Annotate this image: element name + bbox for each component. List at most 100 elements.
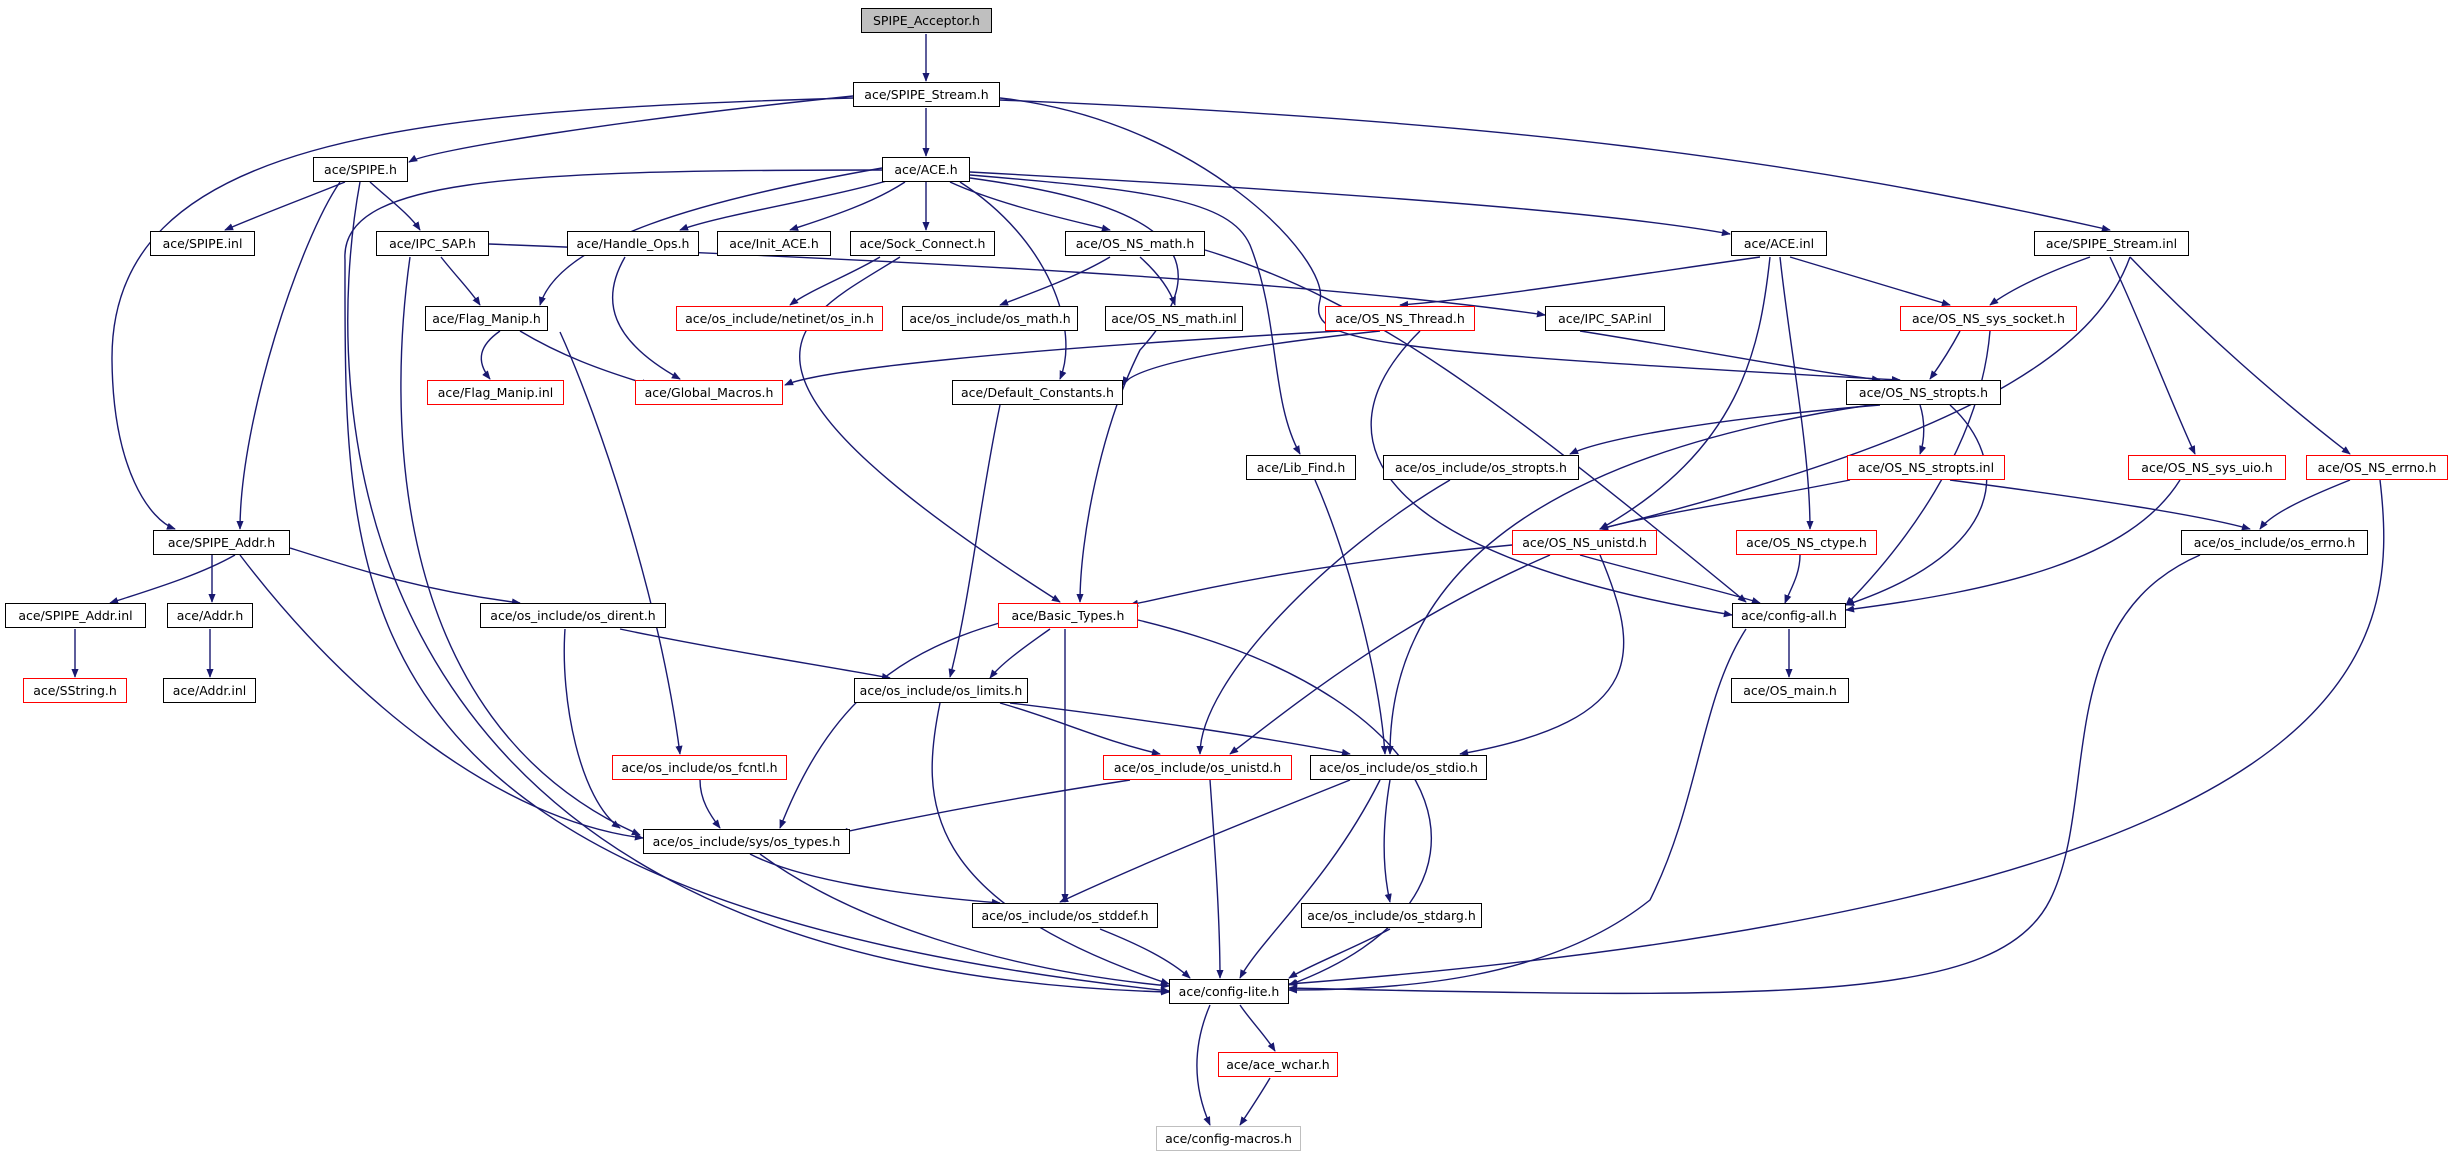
node-spipe-inl[interactable]: ace/SPIPE.inl [150,231,255,256]
dependency-edge [2259,479,2351,530]
dependency-edge [1579,330,1881,383]
dependency-edge [619,628,891,681]
dependency-edge [1569,404,1881,455]
dependency-edge [289,547,521,606]
node-handle-ops-h[interactable]: ace/Handle_Ops.h [567,231,699,256]
node-spipe-addr-h[interactable]: ace/SPIPE_Addr.h [153,530,290,555]
node-os-fcntl-h[interactable]: ace/os_include/os_fcntl.h [612,755,787,780]
node-spipe-addr-inl[interactable]: ace/SPIPE_Addr.inl [5,603,146,628]
dependency-edge [1845,404,1988,606]
dependency-edge [1399,256,1761,309]
dependency-edge [224,181,346,231]
node-flag-manip-inl[interactable]: ace/Flag_Manip.inl [427,380,564,405]
node-os-stropts-h[interactable]: ace/os_include/os_stropts.h [1383,455,1579,480]
dependency-edge [1122,330,1381,386]
node-os-ns-sys-uio-h[interactable]: ace/OS_NS_sys_uio.h [2128,455,2286,480]
dependency-edge [1386,404,1871,755]
dependency-edge [1099,928,1191,979]
dependency-edge [1209,779,1224,979]
dependency-edge [347,181,1170,996]
dependency-edge [1204,249,1747,603]
dependency-edge [1288,554,2201,995]
dependency-edge [1949,479,2251,531]
node-os-stddef-h[interactable]: ace/os_include/os_stddef.h [972,903,1158,928]
node-global-macros-h[interactable]: ace/Global_Macros.h [635,380,783,405]
node-config-lite-h[interactable]: ace/config-lite.h [1169,979,1289,1004]
dependency-edge [999,256,1111,306]
node-os-types-h[interactable]: ace/os_include/sys/os_types.h [643,829,850,854]
node-spipe-stream-inl[interactable]: ace/SPIPE_Stream.inl [2034,231,2189,256]
node-default-constants-h[interactable]: ace/Default_Constants.h [952,380,1123,405]
node-os-unistd-h[interactable]: ace/os_include/os_unistd.h [1103,755,1292,780]
node-os-stdio-h[interactable]: ace/os_include/os_stdio.h [1310,755,1487,780]
dependency-edge [2109,256,2196,455]
node-os-ns-sys-socket-h[interactable]: ace/OS_NS_sys_socket.h [1900,306,2077,331]
dependency-edge [759,853,1170,989]
dependency-edge [1059,779,1351,903]
node-spipe-acceptor-h[interactable]: SPIPE_Acceptor.h [861,8,992,33]
dependency-edge [779,619,1011,829]
dependency-edge [559,331,683,755]
dependency-edge [999,99,2111,232]
node-os-ns-stropts-h[interactable]: ace/OS_NS_stropts.h [1846,380,2001,405]
dependency-edge [839,779,1131,835]
dependency-edge [989,628,1051,679]
node-config-macros-h[interactable]: ace/config-macros.h [1156,1126,1301,1151]
dependency-edge [1288,628,1747,994]
node-os-ns-thread-h[interactable]: ace/OS_NS_Thread.h [1325,306,1475,331]
node-flag-manip-h[interactable]: ace/Flag_Manip.h [425,306,548,331]
dependency-edge [612,256,681,380]
node-os-main-h[interactable]: ace/OS_main.h [1731,678,1849,703]
dependency-edge [1599,256,2131,531]
node-os-ns-stropts-inl[interactable]: ace/OS_NS_stropts.inl [1847,455,2005,480]
dependency-edge [699,779,721,829]
node-os-limits-h[interactable]: ace/os_include/os_limits.h [854,678,1028,703]
node-os-ns-math-inl[interactable]: ace/OS_NS_math.inl [1105,306,1243,331]
dependency-edge [1919,404,1927,455]
dependency-edge [1239,1077,1271,1126]
node-config-all-h[interactable]: ace/config-all.h [1732,603,1846,628]
node-ace-h[interactable]: ace/ACE.h [882,157,970,182]
dependency-edge [1229,554,1551,755]
dependency-edge [1139,256,1176,306]
node-os-ns-errno-h[interactable]: ace/OS_NS_errno.h [2306,455,2448,480]
dependency-edge [969,174,1301,455]
node-ace-inl[interactable]: ace/ACE.inl [1731,231,1827,256]
node-sstring-h[interactable]: ace/SString.h [23,678,127,703]
dependency-edge [1845,330,1991,606]
node-spipe-stream-h[interactable]: ace/SPIPE_Stream.h [853,82,1000,107]
dependency-edge [563,628,621,829]
dependency-edge [959,181,1067,380]
node-os-dirent-h[interactable]: ace/os_include/os_dirent.h [480,603,666,628]
dependency-edge [1239,779,1381,979]
node-ipc-sap-h[interactable]: ace/IPC_SAP.h [376,231,489,256]
dependency-edge [1599,256,1771,530]
dependency-edge [480,330,501,380]
node-addr-h[interactable]: ace/Addr.h [167,603,253,628]
node-ace-wchar-h[interactable]: ace/ace_wchar.h [1218,1052,1338,1077]
dependency-edge [679,179,891,231]
node-init-ace-h[interactable]: ace/Init_ACE.h [717,231,831,256]
dependency-edge [344,169,1170,994]
dependency-edge [1137,619,1433,986]
node-sock-connect-h[interactable]: ace/Sock_Connect.h [850,231,995,256]
node-spipe-h[interactable]: ace/SPIPE.h [313,157,408,182]
node-os-errno-h[interactable]: ace/os_include/os_errno.h [2181,530,2368,555]
dependency-edge [440,256,481,306]
node-os-in-h[interactable]: ace/os_include/netinet/os_in.h [676,306,883,331]
node-addr-inl[interactable]: ace/Addr.inl [163,678,256,703]
node-os-ns-math-h[interactable]: ace/OS_NS_math.h [1065,231,1205,256]
node-lib-find-h[interactable]: ace/Lib_Find.h [1246,455,1356,480]
dependency-edge [789,181,906,231]
dependency-edge [1196,479,1451,755]
node-ipc-sap-inl[interactable]: ace/IPC_SAP.inl [1545,306,1665,331]
node-basic-types-h[interactable]: ace/Basic_Types.h [998,603,1138,628]
dependency-edge [519,330,651,387]
node-os-ns-unistd-h[interactable]: ace/OS_NS_unistd.h [1512,530,1657,555]
dependency-edge [789,256,881,306]
node-os-stdarg-h[interactable]: ace/os_include/os_stdarg.h [1301,903,1482,928]
dependency-edge [400,256,641,836]
dependency-edge [969,177,1179,603]
node-os-ns-ctype-h[interactable]: ace/OS_NS_ctype.h [1736,530,1877,555]
node-os-math-h[interactable]: ace/os_include/os_math.h [902,306,1078,331]
